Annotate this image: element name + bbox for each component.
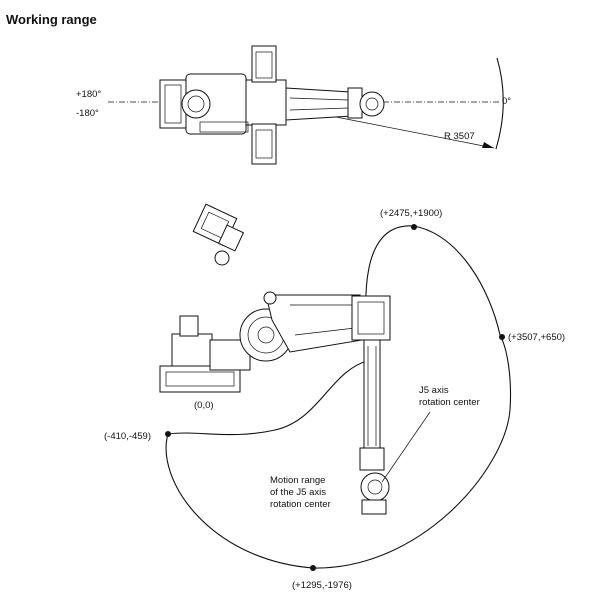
angle-minus-label: -180° <box>76 108 99 119</box>
label-max-reach: (+3507,+650) <box>508 332 565 343</box>
j5-label-line1: J5 axis <box>419 385 449 396</box>
point-max-reach <box>499 334 505 340</box>
robot-arm-top <box>285 87 353 121</box>
point-min-height <box>310 565 316 571</box>
label-max-height: (+2475,+1900) <box>380 208 442 219</box>
top-view: +180° -180° 0° R 3507 <box>76 45 511 165</box>
motion-label-line3: rotation center <box>270 499 331 510</box>
motion-label-line2: of the J5 axis <box>270 487 326 498</box>
robot-top-view <box>159 45 385 165</box>
tool-detail <box>192 203 245 266</box>
radius-arrowhead <box>482 142 494 148</box>
robot-motor-upper <box>251 45 277 83</box>
j5-leader-line <box>381 411 431 483</box>
point-max-height <box>411 224 417 230</box>
angle-zero-label: 0° <box>502 96 511 107</box>
side-view: (+2475,+1900) (+3507,+650) (-410,-459) (… <box>104 203 565 591</box>
robot-flange <box>361 499 387 515</box>
motion-label-line1: Motion range <box>270 475 325 486</box>
label-origin: (0,0) <box>194 400 214 411</box>
robot-wrist-top <box>359 91 385 117</box>
robot-upper-arm-side <box>265 294 363 353</box>
label-min-height: (+1295,-1976) <box>292 580 352 591</box>
robot-wrist-side <box>360 472 390 502</box>
top-view-range-arc <box>495 57 504 150</box>
point-rear-limit <box>165 431 171 437</box>
label-rear-limit: (-410,-459) <box>104 431 151 442</box>
radius-label: R 3507 <box>444 131 475 142</box>
diagram-title: Working range <box>6 12 97 27</box>
j5-motion-range-boundary <box>165 225 512 569</box>
j5-label-line2: rotation center <box>419 397 480 408</box>
robot-forearm-side <box>363 339 381 451</box>
robot-side-view <box>159 291 391 515</box>
angle-plus-label: +180° <box>76 89 101 100</box>
